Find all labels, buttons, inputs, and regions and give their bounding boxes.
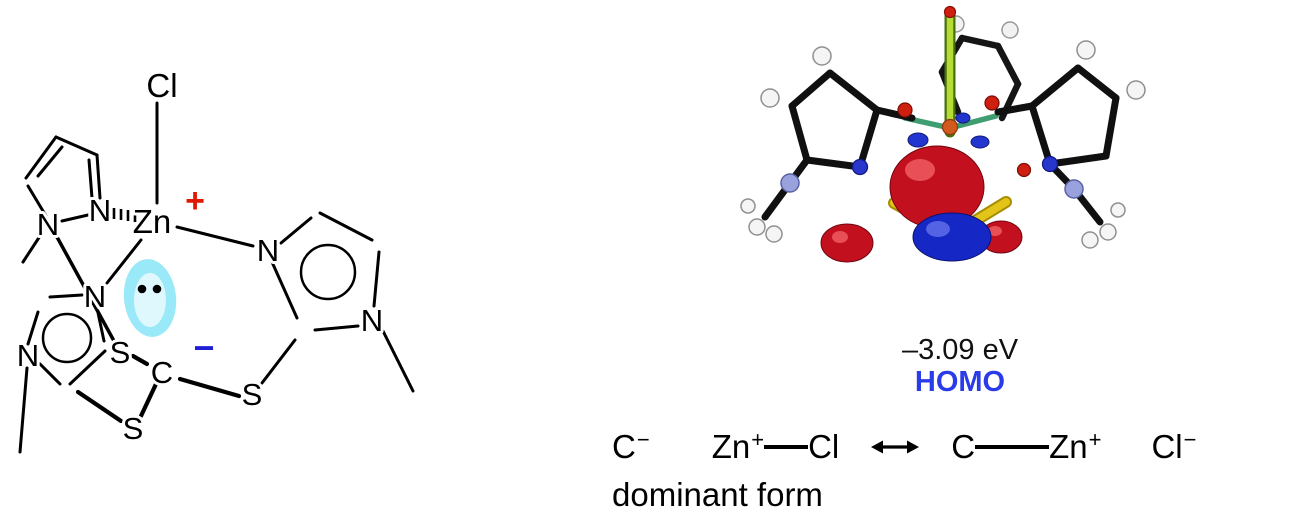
- atom-label-n: N: [89, 193, 111, 228]
- small-orbital-lobes: [907, 112, 990, 149]
- main-orbital-lobes: [820, 145, 1023, 263]
- orbital-3d-rendering: [740, 5, 1146, 263]
- homo-blue-lobe: [912, 212, 992, 262]
- resonance-right-carbon: C: [951, 428, 976, 465]
- zinc-center-sphere: [941, 118, 959, 136]
- atom-label-zn: Zn: [133, 203, 172, 240]
- zinc-symbol: Zn: [711, 428, 751, 465]
- resonance-left-zinc: Zn+: [711, 427, 765, 466]
- resonance-right-chloride: Cl−: [1151, 427, 1197, 466]
- resonance-scheme: C− Zn+ Cl C Zn+ Cl−: [612, 424, 1197, 470]
- carbon-symbol: C: [612, 428, 636, 465]
- n-methyl-nitrogen-sphere: [1064, 179, 1084, 199]
- aromatic-circles: [41, 243, 357, 364]
- zinc-charge: +: [1088, 427, 1102, 452]
- n-methyl-nitrogen-sphere: [780, 173, 800, 193]
- atom-labels: Cl Zn + N N N N N N S S S C −: [14, 64, 386, 449]
- homo-red-lobe: [820, 223, 874, 263]
- chloride-charge: −: [1183, 427, 1197, 452]
- atom-label-n: N: [257, 233, 279, 268]
- lone-pair-lobe: [123, 259, 177, 337]
- rod-tip-sphere: [943, 5, 957, 19]
- bond-lines: [18, 101, 415, 454]
- structure-2d-drawing: Cl Zn + N N N N N N S S S C −: [14, 64, 415, 454]
- atom-label-n: N: [84, 279, 106, 314]
- zinc-charge: +: [751, 427, 765, 452]
- resonance-arrow-icon: [871, 440, 920, 454]
- carbon-charge: −: [636, 427, 650, 452]
- zn-cl-bond: [764, 445, 809, 449]
- atom-label-n: N: [17, 338, 39, 373]
- atom-label-s: S: [110, 335, 131, 370]
- resonance-caption: dominant form: [612, 476, 823, 513]
- minus-charge-label: −: [193, 327, 214, 368]
- atom-label-c: C: [151, 355, 173, 390]
- atom-label-s: S: [123, 411, 144, 446]
- zinc-chloride-rod: [943, 5, 957, 138]
- atom-label-n: N: [37, 207, 59, 242]
- back-hydrogens: [947, 15, 1019, 39]
- right-ring-atoms: [1041, 40, 1146, 249]
- nitrogen-sphere: [1041, 155, 1059, 173]
- resonance-left-chlorine: Cl: [808, 428, 840, 465]
- nitrogen-sphere: [851, 158, 869, 176]
- resonance-left-carbon: C−: [612, 427, 650, 466]
- c-zn-bond: [975, 445, 1050, 449]
- plus-charge-label: +: [185, 182, 205, 220]
- orbital-energy: –3.09 eV: [901, 334, 1019, 366]
- lone-pair-dots: [137, 284, 162, 294]
- resonance-right-zinc: Zn+: [1049, 427, 1102, 466]
- atom-label-n: N: [361, 303, 383, 338]
- zinc-symbol: Zn: [1049, 428, 1088, 465]
- chlorine-symbol: Cl: [1151, 428, 1183, 465]
- left-ring-atoms: [740, 46, 869, 243]
- orbital-label: HOMO: [914, 366, 1006, 398]
- red-atom-spheres: [897, 95, 1032, 178]
- hashed-bond: [112, 208, 137, 222]
- atom-label-s: S: [242, 377, 263, 412]
- atom-label-cl: Cl: [146, 67, 177, 104]
- left-ring-sticks: [761, 69, 916, 221]
